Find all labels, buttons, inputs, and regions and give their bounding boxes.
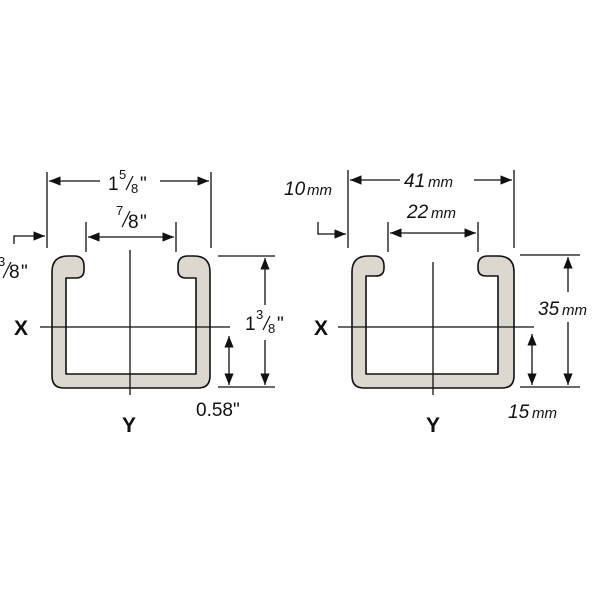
svg-text:": " bbox=[140, 212, 147, 233]
svg-text:1: 1 bbox=[108, 174, 119, 195]
svg-text:": " bbox=[21, 262, 28, 283]
svg-text:mm: mm bbox=[428, 174, 453, 191]
svg-text:3: 3 bbox=[256, 307, 263, 322]
svg-text:": " bbox=[277, 314, 284, 335]
svg-text:8: 8 bbox=[131, 181, 138, 196]
svg-text:mm: mm bbox=[562, 302, 587, 319]
imperial-slot-width-label: 7 8 " bbox=[116, 203, 147, 233]
svg-text:8: 8 bbox=[128, 212, 139, 233]
metric-overall-width-label: 41 mm bbox=[404, 171, 453, 192]
metric-height-label: 35 mm bbox=[538, 299, 587, 320]
svg-text:mm: mm bbox=[431, 205, 456, 222]
svg-text:1: 1 bbox=[245, 314, 256, 335]
svg-text:5: 5 bbox=[119, 167, 126, 182]
metric-channel-profile bbox=[351, 255, 515, 389]
metric-slot-width-label: 22 mm bbox=[406, 202, 456, 223]
svg-text:41: 41 bbox=[404, 171, 425, 192]
svg-text:15: 15 bbox=[508, 402, 530, 423]
metric-channel-outer bbox=[351, 255, 515, 389]
svg-text:35: 35 bbox=[538, 299, 560, 320]
svg-text:3: 3 bbox=[0, 254, 5, 269]
imperial-lip-leader bbox=[13, 231, 45, 244]
svg-text:10: 10 bbox=[284, 179, 306, 200]
svg-text:8: 8 bbox=[268, 321, 275, 336]
metric-lip-label: 10 mm bbox=[284, 179, 332, 200]
imperial-x-axis-label: X bbox=[14, 317, 28, 340]
metric-y-axis-label: Y bbox=[426, 414, 440, 437]
svg-text:mm: mm bbox=[307, 182, 332, 199]
svg-text:mm: mm bbox=[532, 405, 557, 422]
svg-text:8: 8 bbox=[9, 262, 20, 283]
metric-lip-leader bbox=[317, 222, 346, 239]
imperial-channel-profile bbox=[51, 255, 211, 389]
metric-x-axis-label: X bbox=[314, 317, 328, 340]
imperial-height-label: 1 3 8 " bbox=[245, 307, 284, 336]
imperial-lip-label: 3 8 " bbox=[0, 254, 28, 283]
imperial-centroid-label: 0.58" bbox=[196, 400, 240, 421]
svg-text:7: 7 bbox=[116, 203, 123, 218]
imperial-overall-width-label: 1 5 8 " bbox=[108, 167, 147, 196]
metric-centroid-label: 15 mm bbox=[508, 402, 557, 423]
imperial-y-axis-label: Y bbox=[122, 414, 136, 437]
imperial-channel-outer bbox=[51, 255, 211, 389]
svg-text:": " bbox=[140, 174, 147, 195]
svg-text:22: 22 bbox=[406, 202, 429, 223]
